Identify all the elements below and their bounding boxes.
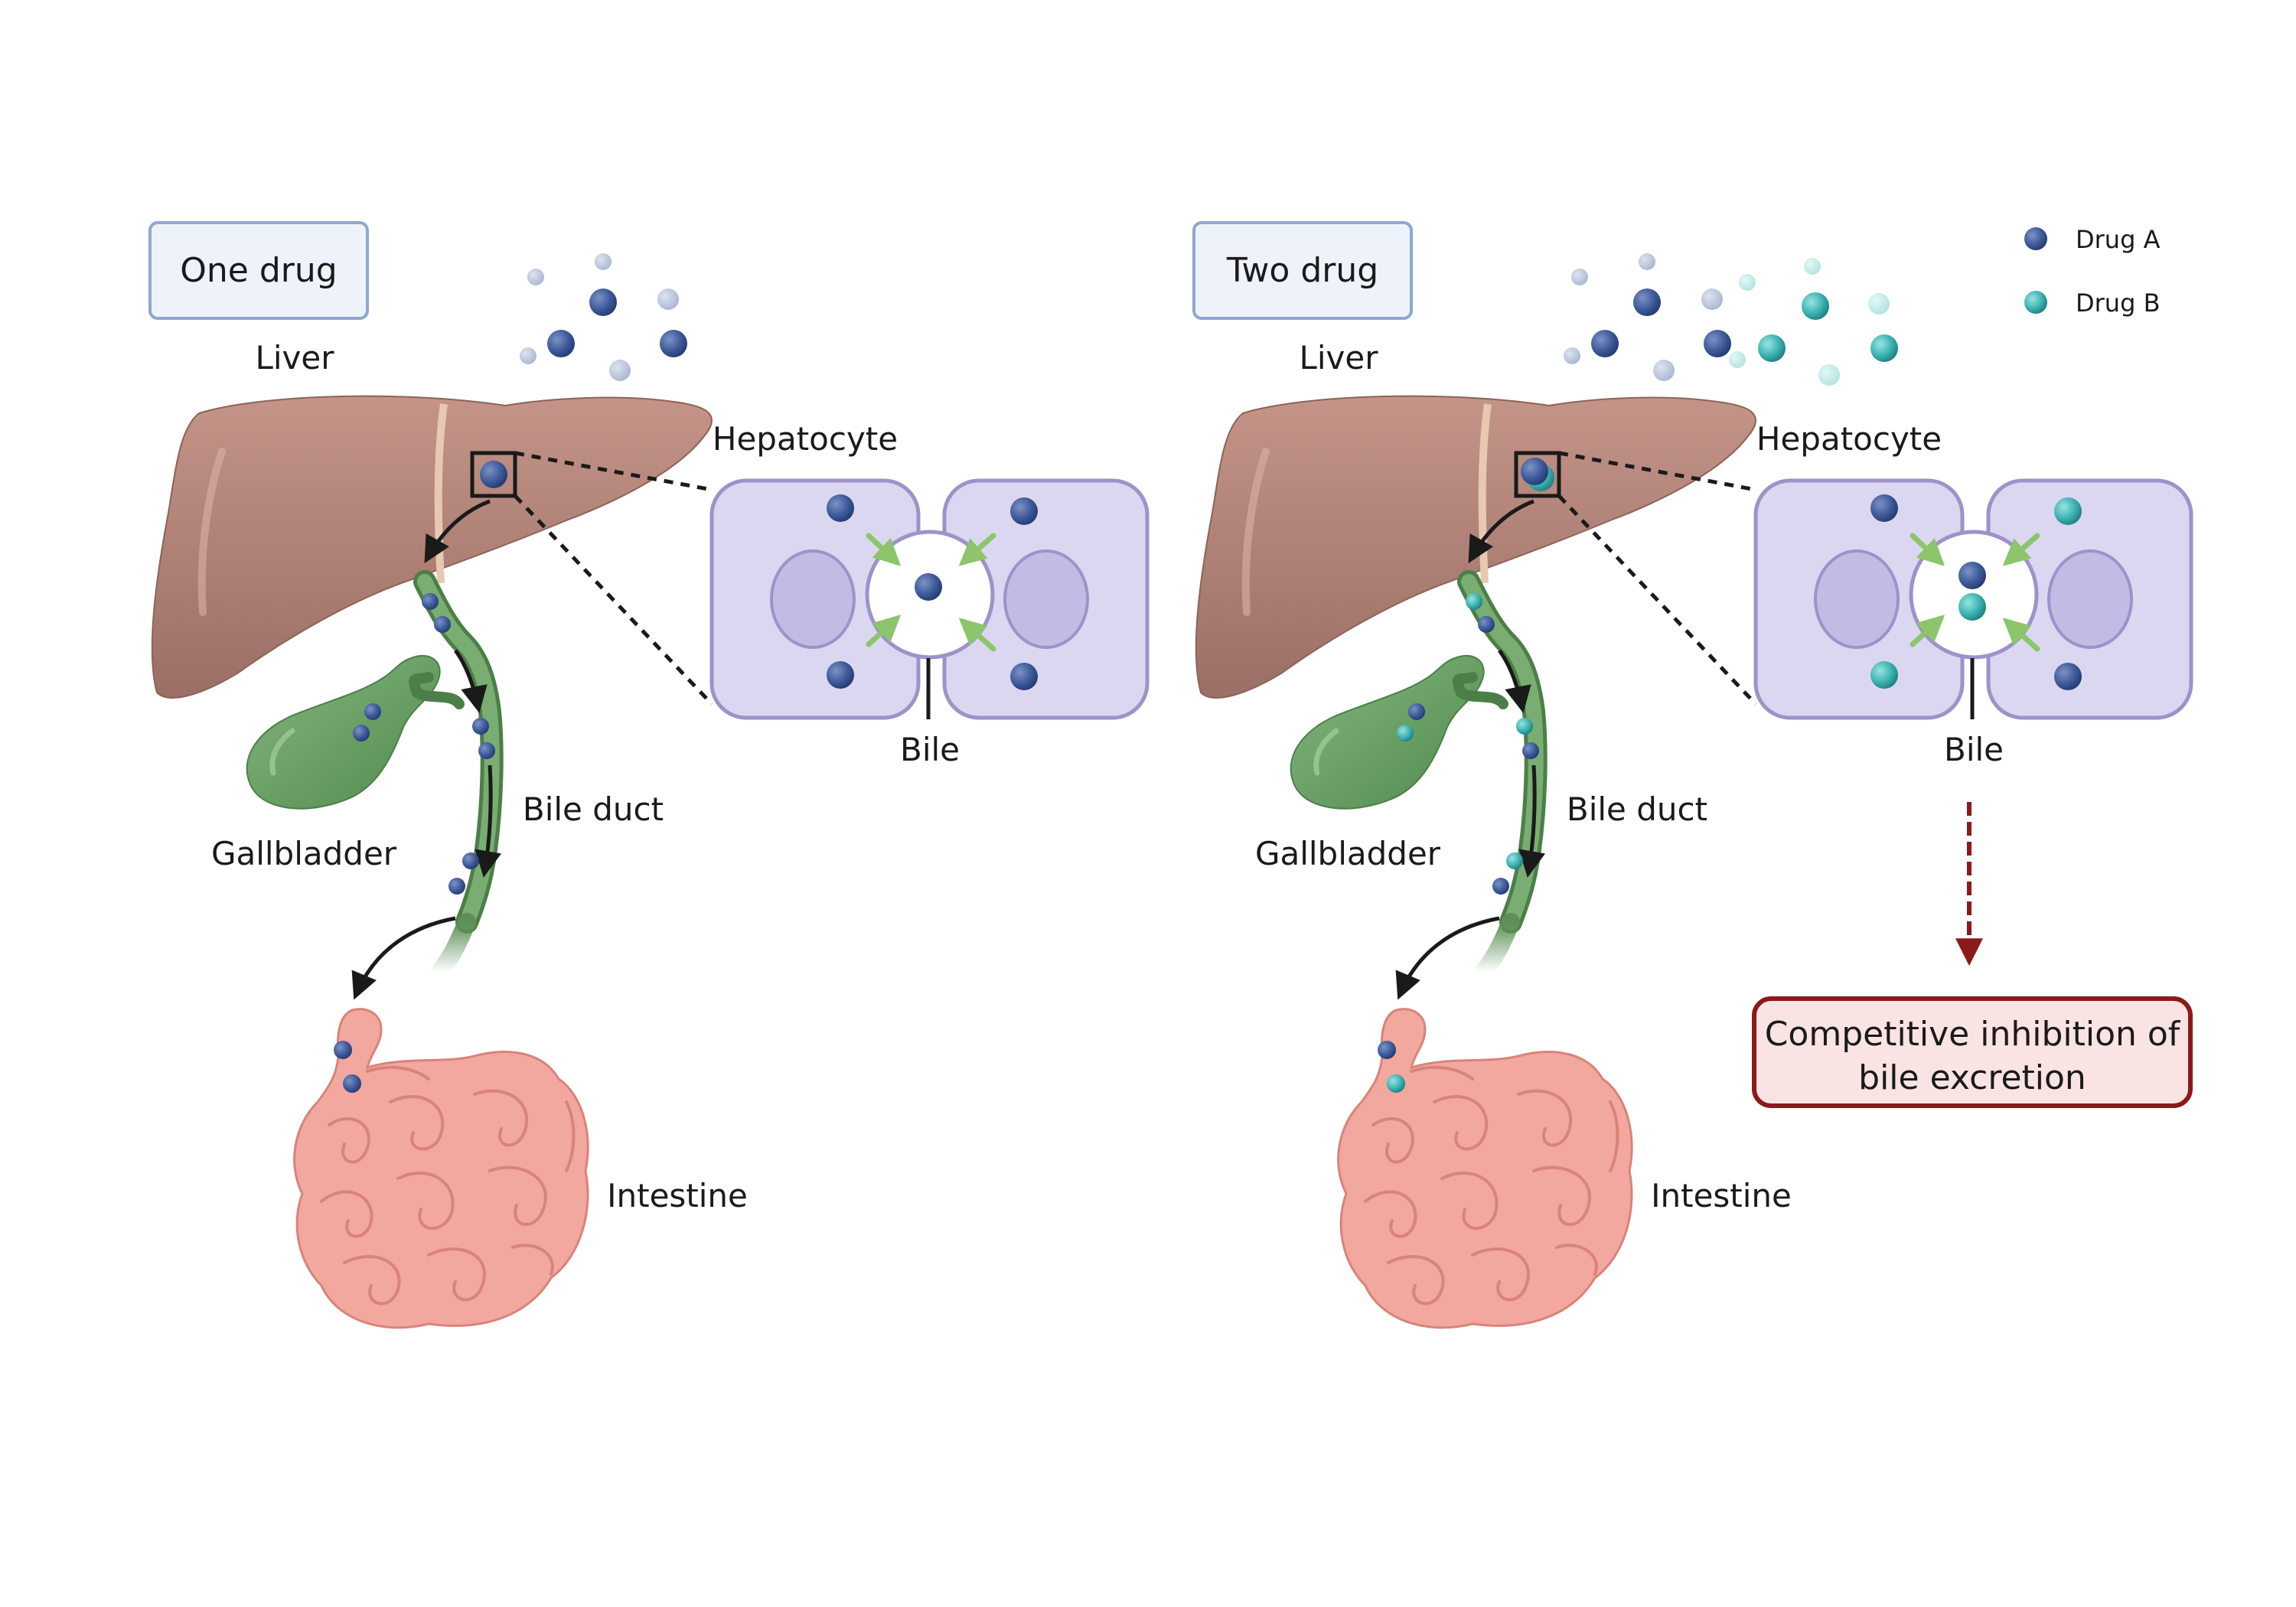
- liver-icon: [1196, 396, 1756, 698]
- drug-molecule-icon: [589, 288, 617, 316]
- liver-label: Liver: [1299, 339, 1378, 376]
- free-drugs: [1564, 253, 1898, 386]
- zoom-box: [470, 451, 517, 498]
- liver-icon: [152, 396, 712, 698]
- result-line-1: Competitive inhibition of: [1765, 1015, 2181, 1054]
- panel-two-drug: Two drug Drug A Drug B: [1192, 221, 2193, 1329]
- liver-label: Liver: [255, 339, 334, 376]
- bile-duct: [1469, 582, 1536, 972]
- hepatocyte-icon: [709, 478, 1150, 720]
- zoom-box: [1514, 451, 1561, 498]
- legend-drug-b: Drug B: [2076, 288, 2161, 318]
- hepatocyte-icon: [1753, 478, 2193, 720]
- legend-drug-a: Drug A: [2076, 225, 2161, 254]
- panel-title: Two drug: [1226, 251, 1378, 290]
- intestine-label: Intestine: [1651, 1177, 1792, 1214]
- drug-b-icon: [2024, 291, 2047, 314]
- result-line-2: bile excretion: [1858, 1058, 2086, 1097]
- hepatocyte-label: Hepatocyte: [713, 420, 898, 458]
- legend: Drug A Drug B: [2024, 225, 2161, 318]
- bile-duct-label: Bile duct: [1567, 790, 1707, 828]
- result-box: Competitive inhibition of bile excretion: [1752, 996, 2193, 1108]
- hepatocyte-label: Hepatocyte: [1756, 420, 1942, 458]
- intestine-label: Intestine: [607, 1177, 748, 1214]
- free-drugs: [520, 253, 687, 381]
- gallbladder-label: Gallbladder: [211, 835, 397, 872]
- title-box: Two drug: [1192, 221, 1413, 320]
- bile-duct-label: Bile duct: [523, 790, 664, 828]
- drug-a-icon: [2024, 227, 2047, 250]
- panel-one-drug: One drug Liver: [148, 221, 1150, 1329]
- bile-duct: [425, 582, 492, 972]
- title-box: One drug: [148, 221, 369, 320]
- panel-title: One drug: [180, 251, 337, 290]
- bile-label: Bile: [1944, 731, 2004, 768]
- gallbladder-label: Gallbladder: [1255, 835, 1441, 872]
- bile-label: Bile: [900, 731, 960, 768]
